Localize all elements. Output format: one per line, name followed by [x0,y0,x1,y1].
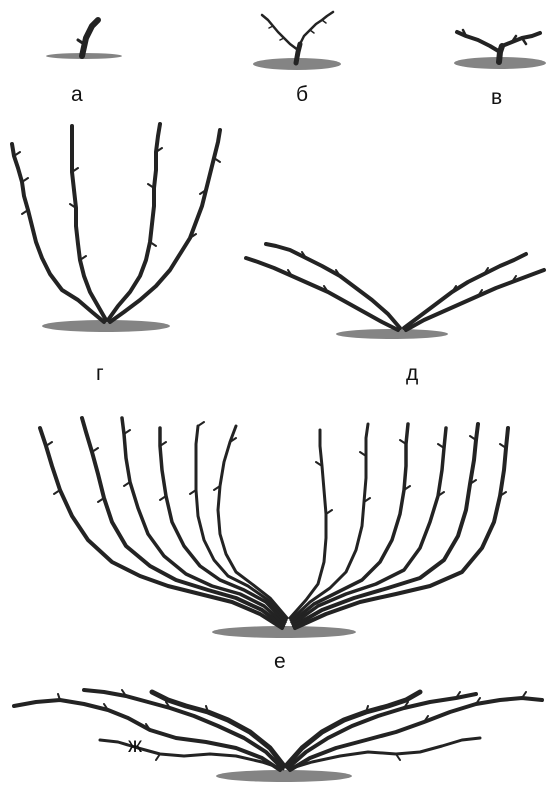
ground-shadow [212,626,356,638]
vine-cane-right [502,33,540,46]
ground-shadow [216,770,352,782]
vine-arm-left-lower [246,258,398,330]
panel-e: е [40,418,508,673]
panel-b: б [253,12,341,106]
panel-a: а [46,20,122,106]
panel-zh: ж [14,690,542,782]
panel-label-a: а [71,83,83,106]
panel-label-zh: ж [128,734,142,757]
panel-label-e: е [274,650,286,673]
panel-label-v: в [491,86,502,109]
vine-trunk [499,46,502,62]
panel-label-g: г [96,362,104,385]
vine-arm-right-1 [290,430,326,618]
panel-d: д [246,244,544,385]
vine-cane-left [262,15,298,50]
vine-arm-left-upper [266,244,400,328]
panel-g: г [12,124,220,385]
vine-arm-right-upper [404,254,526,328]
panel-label-d: д [406,362,418,385]
vine-cane-right [300,12,333,44]
vine-arm-inner-left [72,126,106,320]
vine-cane-left [457,32,500,52]
panel-v: в [454,30,546,109]
ground-shadow [336,329,448,339]
panel-label-b: б [296,83,308,106]
